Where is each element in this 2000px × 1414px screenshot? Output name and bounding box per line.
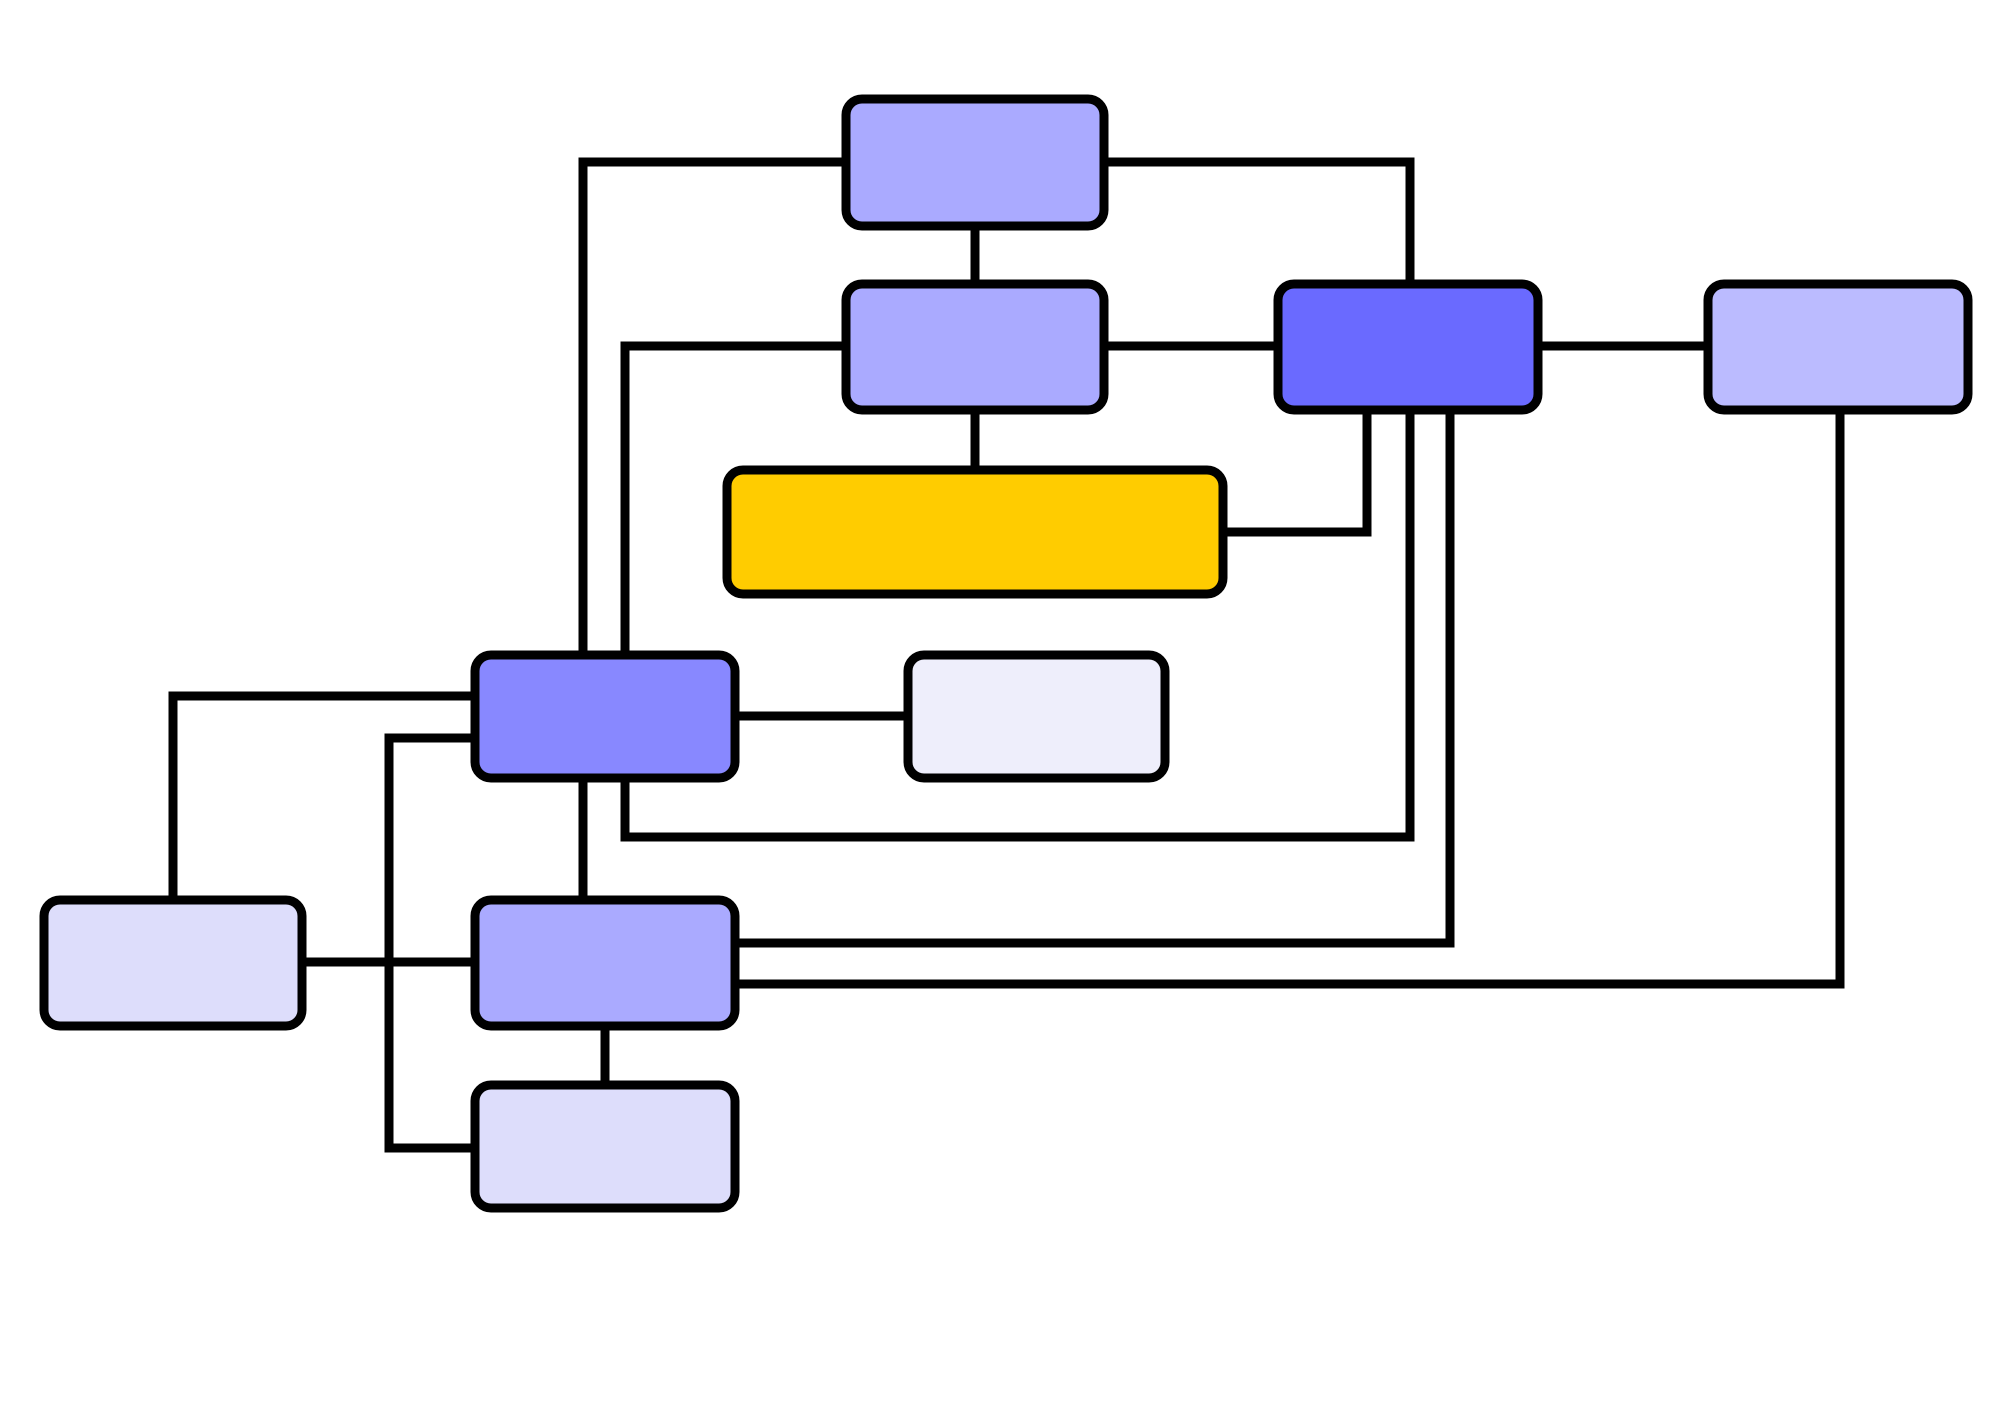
node-left (39, 895, 307, 1031)
edge-top-to-hub-right (1099, 157, 1415, 289)
edge-hub-left-to-bottom (384, 733, 480, 1153)
edge-far-right-to-lower-center (730, 405, 1845, 989)
edge-highlight-to-hub-right (1218, 405, 1372, 537)
node-top (841, 94, 1109, 231)
node-far-right (1703, 279, 1973, 415)
edge-hub-left-to-left (168, 691, 480, 905)
edge-upper-center-to-hub-left (620, 341, 851, 660)
node-lower-center (470, 895, 740, 1031)
node-hub-left (470, 650, 740, 783)
node-hub-right (1273, 279, 1543, 415)
node-upper-center (841, 279, 1109, 415)
connector-layer (168, 157, 1845, 1153)
edge-hub-right-to-lower-center (730, 405, 1455, 948)
node-pale (903, 650, 1170, 783)
node-layer (39, 94, 1973, 1213)
edge-top-to-hub-left (578, 157, 851, 660)
node-bottom (470, 1080, 740, 1213)
node-highlight (722, 465, 1228, 599)
edge-hub-right-to-hub-left (620, 405, 1415, 842)
